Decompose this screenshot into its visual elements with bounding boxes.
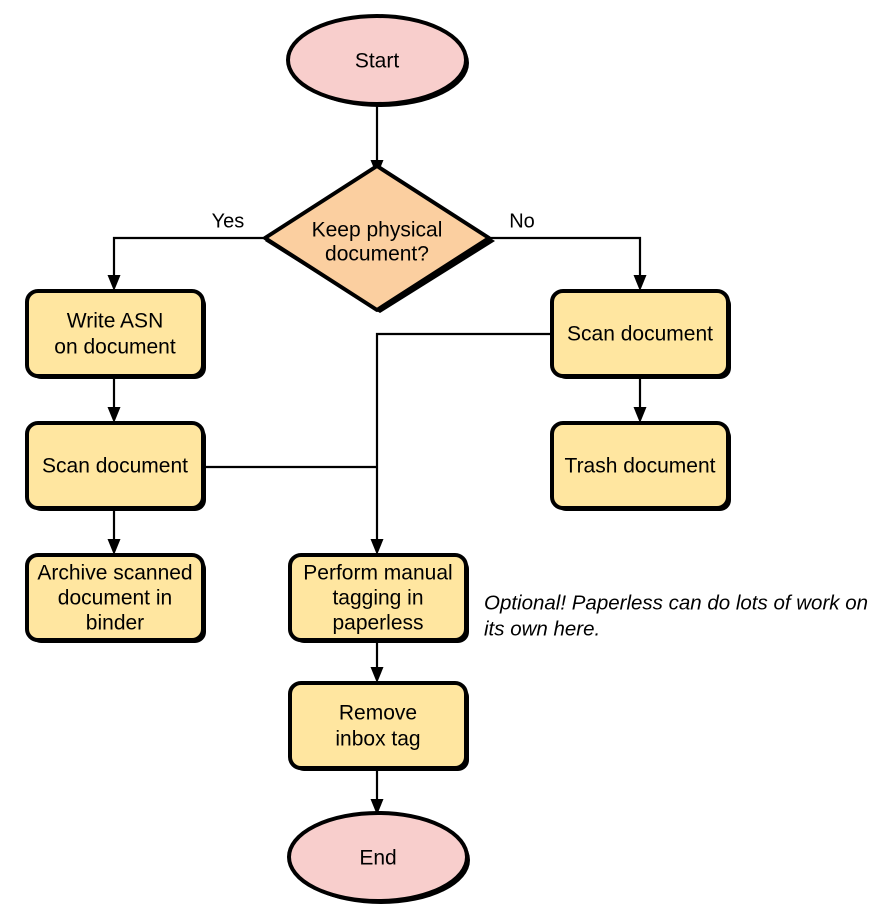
node-decision-keep-physical-document[interactable]: Keep physical document? [263, 164, 495, 313]
edge-write-asn-to-scan-left [107, 379, 121, 423]
node-archive-label-line3: binder [86, 612, 144, 635]
edge-label-no: No [509, 210, 535, 232]
node-scan-document-left[interactable]: Scan document [25, 421, 206, 511]
node-tagging-label-line1: Perform manual [303, 562, 452, 585]
remove-inbox-tag-box-shape [288, 681, 468, 770]
node-end[interactable]: End [287, 811, 470, 904]
node-start-label: Start [355, 50, 400, 73]
scan-document-right-box-shape [550, 289, 730, 378]
node-trash-document[interactable]: Trash document [550, 421, 731, 511]
edge-scan-right-to-trash [633, 379, 647, 423]
node-scan-document-right[interactable]: Scan document [550, 289, 731, 379]
archive-box-shape [25, 553, 205, 642]
node-start[interactable]: Start [286, 14, 469, 107]
edge-decision-to-scan-right: No [489, 210, 647, 291]
optional-note-line2: its own here. [484, 617, 600, 640]
scan-document-left-box-shape [25, 421, 205, 510]
edge-scan-left-to-archive [107, 511, 121, 555]
optional-note-line1: Optional! Paperless can do lots of work … [484, 591, 868, 614]
node-write-asn-label-line2: on document [54, 336, 176, 359]
edge-decision-to-write-asn: Yes [107, 210, 265, 291]
start-ellipse-shape [286, 14, 468, 106]
node-write-asn-on-document[interactable]: Write ASN on document [25, 289, 206, 379]
edge-inbox-to-end [370, 771, 384, 815]
node-archive-scanned-document[interactable]: Archive scanned document in binder [25, 553, 206, 643]
tagging-box-shape [288, 553, 468, 642]
node-remove-inbox-label-line2: inbox tag [335, 728, 420, 751]
node-tagging-label-line2: tagging in [332, 587, 423, 610]
node-scan-document-left-label: Scan document [42, 455, 188, 478]
node-archive-label-line2: document in [58, 587, 172, 610]
edge-label-yes: Yes [212, 210, 245, 232]
node-perform-manual-tagging[interactable]: Perform manual tagging in paperless [288, 553, 469, 643]
annotation-optional-note: Optional! Paperless can do lots of work … [484, 591, 868, 640]
node-scan-document-right-label: Scan document [567, 323, 713, 346]
node-archive-label-line1: Archive scanned [37, 562, 192, 585]
node-tagging-label-line3: paperless [332, 612, 423, 635]
node-trash-document-label: Trash document [565, 455, 716, 478]
node-write-asn-label-line1: Write ASN [67, 310, 163, 333]
edge-tagging-to-inbox [370, 643, 384, 683]
node-decision-label-line1: Keep physical [312, 219, 443, 242]
node-remove-inbox-tag[interactable]: Remove inbox tag [288, 681, 469, 771]
write-asn-box-shape [25, 289, 205, 378]
edges-layer: Yes No [107, 103, 647, 815]
edge-scan-right-to-tagging [370, 332, 552, 555]
decision-diamond-shape [263, 164, 491, 312]
node-decision-label-line2: document? [325, 243, 429, 266]
node-remove-inbox-label-line1: Remove [339, 702, 417, 725]
trash-document-box-shape [550, 421, 730, 510]
node-end-label: End [359, 847, 396, 870]
end-ellipse-shape [287, 811, 469, 903]
